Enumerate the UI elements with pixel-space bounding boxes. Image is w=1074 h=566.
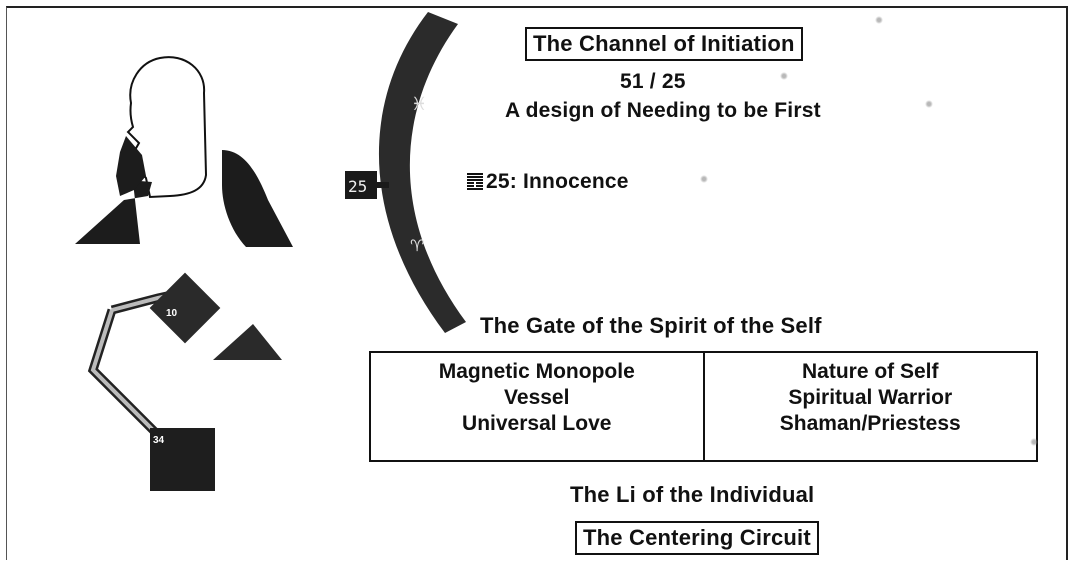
pisces-icon: ♓ <box>411 94 427 115</box>
gate-line: 25: Innocence <box>467 170 629 194</box>
attributes-table: Magnetic Monopole Vessel Universal Love … <box>369 351 1038 462</box>
attributes-right-column: Nature of Self Spiritual Warrior Shaman/… <box>703 353 1037 460</box>
attribute-item: Spiritual Warrior <box>788 385 952 411</box>
lower-gate-label: 34 <box>153 435 165 446</box>
right-shoulder-shape <box>222 150 293 247</box>
scan-speck <box>700 175 708 183</box>
channel-number: 51 / 25 <box>620 70 686 94</box>
gate-spirit-title: The Gate of the Spirit of the Self <box>480 313 822 339</box>
attribute-item: Shaman/Priestess <box>780 411 961 437</box>
attribute-item: Universal Love <box>462 411 611 437</box>
aries-icon: ♈ <box>410 236 424 255</box>
gate-label: 25: Innocence <box>486 170 629 193</box>
scan-speck <box>875 16 883 24</box>
upper-center-diamond <box>150 273 221 344</box>
attribute-item: Nature of Self <box>802 359 939 385</box>
upper-gate-label: 10 <box>166 308 178 319</box>
attribute-item: Vessel <box>504 385 569 411</box>
zodiac-arc <box>379 12 466 333</box>
gate-pointer <box>377 182 389 188</box>
channel-design: A design of Needing to be First <box>505 99 821 123</box>
triangle-center <box>213 324 282 360</box>
circuit-title: The Centering Circuit <box>575 521 819 555</box>
scan-speck <box>780 72 788 80</box>
hexagram-icon <box>467 172 483 190</box>
channel-connector <box>93 296 167 436</box>
attributes-left-column: Magnetic Monopole Vessel Universal Love <box>371 353 703 460</box>
li-title: The Li of the Individual <box>570 482 814 508</box>
channel-title: The Channel of Initiation <box>525 27 803 61</box>
scan-speck <box>925 100 933 108</box>
gate-badge: 25 <box>348 177 367 196</box>
attribute-item: Magnetic Monopole <box>439 359 635 385</box>
scan-speck <box>1030 438 1038 446</box>
